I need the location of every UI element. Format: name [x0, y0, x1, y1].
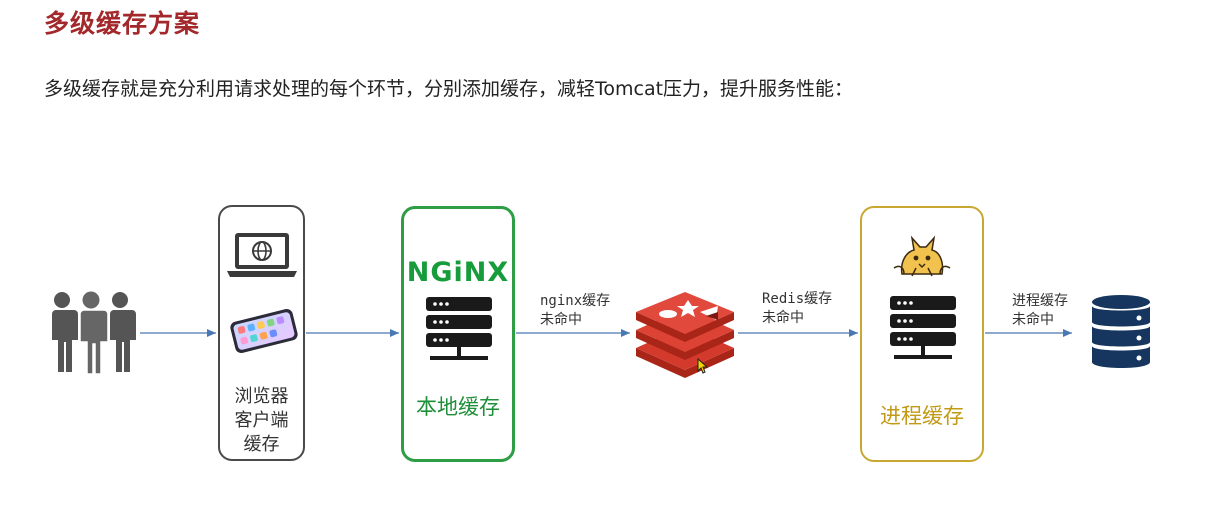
browser-cache-box: 浏览器 客户端 缓存 [218, 205, 305, 461]
tomcat-process-cache-label: 进程缓存 [880, 404, 964, 428]
mouse-cursor-icon [697, 358, 709, 374]
tomcat-process-cache-box: 进程缓存 [860, 206, 984, 462]
server-icon [890, 296, 956, 359]
nginx-local-cache-box: NGiNX 本地缓存 [401, 206, 515, 462]
tomcat-cat-icon [893, 235, 951, 277]
laptop-icon [227, 233, 297, 277]
edge-label-redis-miss: Redis缓存 未命中 [762, 291, 833, 326]
browser-cache-label: 浏览器 客户端 缓存 [234, 386, 289, 455]
database-icon [1092, 295, 1150, 368]
page-title: 多级缓存方案 [44, 9, 201, 38]
redis-icon [636, 292, 734, 378]
nginx-logo: NGiNX [406, 257, 510, 288]
users-icon [50, 291, 136, 374]
nginx-local-cache-label: 本地缓存 [416, 395, 500, 419]
page-subtitle: 多级缓存就是充分利用请求处理的每个环节，分别添加缓存，减轻Tomcat压力，提升… [44, 78, 854, 100]
edge-label-process-miss: 进程缓存 未命中 [1012, 293, 1068, 328]
phone-icon [230, 309, 298, 353]
server-icon [426, 297, 492, 360]
edge-label-nginx-miss: nginx缓存 未命中 [540, 293, 611, 328]
